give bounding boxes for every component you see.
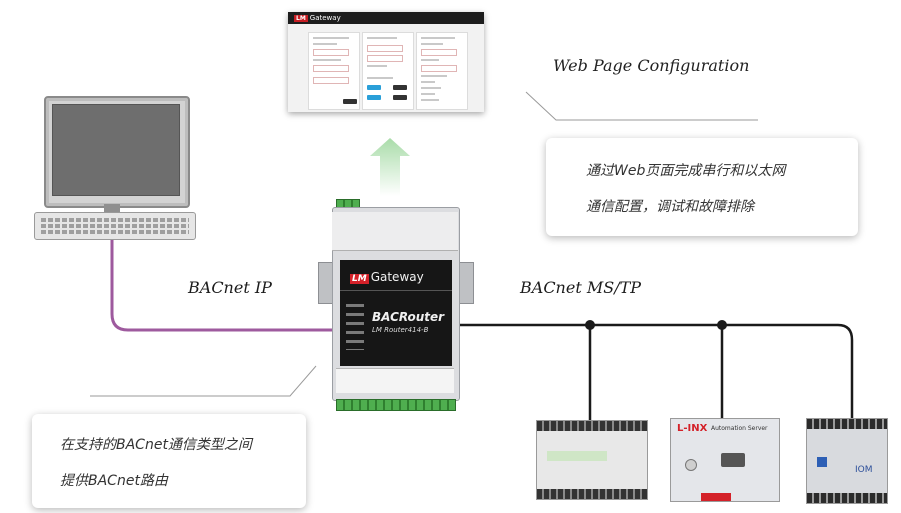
routing-note-pointer: [90, 365, 317, 397]
lonix-device-subtitle: Automation Server: [711, 425, 768, 432]
router-brand-mark: LM: [350, 274, 369, 284]
bacnet-mstp-label: BACnet MS/TP: [520, 278, 642, 297]
lonix-automation-server: L-INX Automation Server: [670, 418, 780, 502]
routing-note-line1: 在支持的BACnet通信类型之间: [60, 437, 252, 453]
bacnet-mstp-bus: [458, 323, 854, 420]
web-brand-mark: LM: [294, 15, 308, 22]
router-led-column: [346, 304, 364, 350]
web-config-note-line1: 通过Web页面完成串行和以太网: [586, 163, 786, 179]
computer-screen: [52, 104, 180, 196]
router-com-ports: [336, 368, 454, 393]
computer-keyboard: [34, 212, 196, 240]
field-controller-1: [536, 420, 648, 500]
web-config-note-line2: 通信配置，调试和故障排除: [586, 199, 754, 215]
router-bottom-terminals: [336, 399, 456, 411]
routing-note-box: [32, 414, 306, 508]
web-caption-pointer: [525, 91, 758, 121]
router-divider: [340, 290, 452, 291]
router-brand-name: Gateway: [370, 270, 424, 284]
mstp-junction-2: [717, 320, 727, 330]
web-config-panel-middle: [362, 32, 414, 110]
lonix-device-name: L-INX: [677, 423, 708, 434]
bacnet-ip-label: BACnet IP: [188, 278, 272, 297]
mstp-junction-1: [585, 320, 595, 330]
web-config-note-box: [546, 138, 858, 236]
web-save-button: [343, 99, 357, 104]
config-up-arrow-icon: [370, 138, 410, 196]
iom-device-name: IOM: [855, 465, 873, 475]
router-top-label-strip: [332, 212, 458, 251]
routing-note-line2: 提供BACnet路由: [60, 473, 168, 489]
router-model-name: BACRouter: [372, 310, 445, 324]
iom-module: IOM: [806, 418, 888, 504]
web-config-panel-left: [308, 32, 360, 110]
router-mounting-ear-right: [458, 262, 474, 304]
web-config-caption: Web Page Configuration: [553, 56, 750, 75]
router-model-number: LM Router414-B: [372, 326, 429, 334]
monitor-stand: [104, 204, 120, 214]
bacnet-ip-wire: [110, 240, 334, 332]
web-config-panel-right: [416, 32, 468, 110]
web-brand-name: Gateway: [309, 14, 341, 22]
